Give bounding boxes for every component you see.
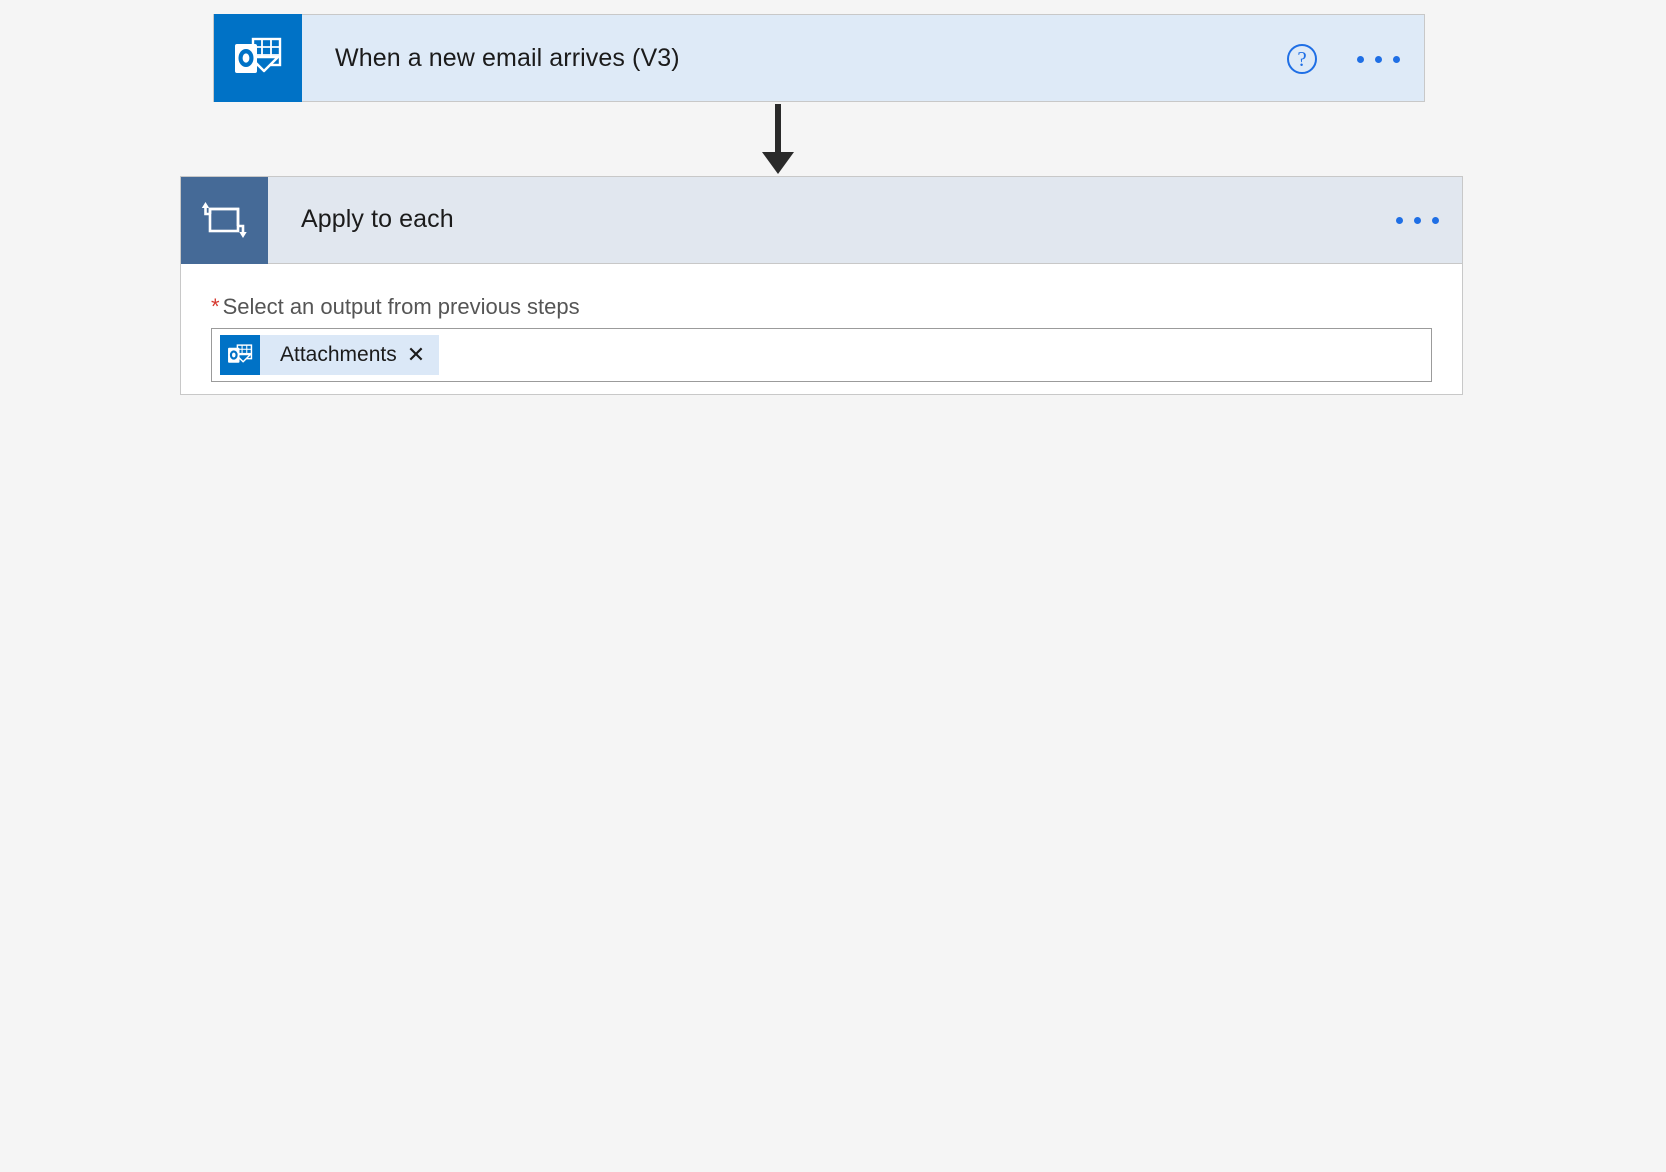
- loop-icon: [181, 177, 268, 264]
- token-attachments[interactable]: Attachments ✕: [220, 335, 440, 375]
- select-output-label: *Select an output from previous steps: [181, 264, 1462, 320]
- trigger-title: When a new email arrives (V3): [335, 43, 680, 72]
- help-icon[interactable]: ?: [1287, 44, 1317, 74]
- outlook-icon: [214, 14, 302, 102]
- connector-arrowhead-trigger-to-loop: [762, 152, 794, 174]
- more-options-icon[interactable]: [1357, 55, 1400, 63]
- connector-arrow-trigger-to-loop: [775, 104, 781, 156]
- apply-to-each-header[interactable]: Apply to each: [181, 177, 1462, 264]
- remove-token-icon[interactable]: ✕: [406, 342, 426, 367]
- token-label: Attachments: [280, 343, 397, 366]
- apply-to-each-title: Apply to each: [301, 205, 454, 233]
- apply-to-each-header-actions: [1396, 177, 1439, 264]
- more-options-icon[interactable]: [1396, 216, 1439, 224]
- outlook-icon: [220, 335, 260, 375]
- apply-to-each-card[interactable]: Apply to each *Select an output from pre…: [180, 176, 1463, 395]
- trigger-card-when-a-new-email-arrives[interactable]: When a new email arrives (V3) ?: [213, 14, 1425, 102]
- trigger-header-actions: ?: [1287, 15, 1400, 103]
- trigger-card-header[interactable]: When a new email arrives (V3) ?: [213, 14, 1425, 102]
- select-output-label-text: Select an output from previous steps: [222, 294, 580, 319]
- select-output-input[interactable]: Attachments ✕: [211, 328, 1432, 382]
- required-marker: *: [211, 294, 220, 319]
